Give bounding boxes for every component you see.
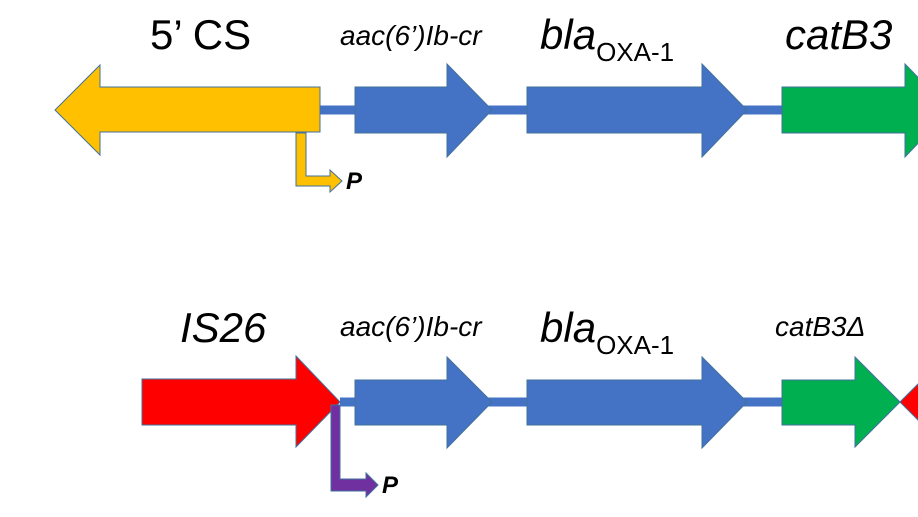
row1-bla-label: blaOXA-1 xyxy=(540,11,674,66)
row1-bla-arrow xyxy=(526,62,748,159)
row1-promoter-arrow-icon xyxy=(295,132,343,194)
row2-aac-label: aac(6’)Ib-cr xyxy=(340,311,482,342)
row1-5cs-arrow xyxy=(54,63,321,157)
row2-bla-arrow xyxy=(526,355,748,450)
row2-is26-right-arrow xyxy=(899,383,918,421)
row2-promoter-arrow-icon xyxy=(330,404,379,499)
row2-aac-arrow xyxy=(354,355,493,450)
row1-catb3-label: catB3 xyxy=(785,11,893,58)
row1-promoter-label: P xyxy=(346,168,363,195)
row1-aac-label: aac(6’)Ib-cr xyxy=(340,20,482,51)
row1-aac-arrow xyxy=(354,62,493,159)
row1-catb3-arrow xyxy=(781,62,918,159)
row2-is26-arrow xyxy=(141,354,341,449)
row2-bla-main: bla xyxy=(540,304,597,351)
row1-5cs-label: 5’ CS xyxy=(150,11,252,58)
row1-bla-sub: OXA-1 xyxy=(596,37,675,67)
row2-catb3d-label: catB3Δ xyxy=(775,311,866,342)
row2-is26-label: IS26 xyxy=(180,304,267,351)
row1-bla-main: bla xyxy=(540,11,597,58)
row2-catb3d-arrow xyxy=(781,355,901,449)
row2-bla-sub: OXA-1 xyxy=(596,330,675,360)
row2-bla-label: blaOXA-1 xyxy=(540,304,674,359)
row2-promoter-label: P xyxy=(382,472,399,499)
